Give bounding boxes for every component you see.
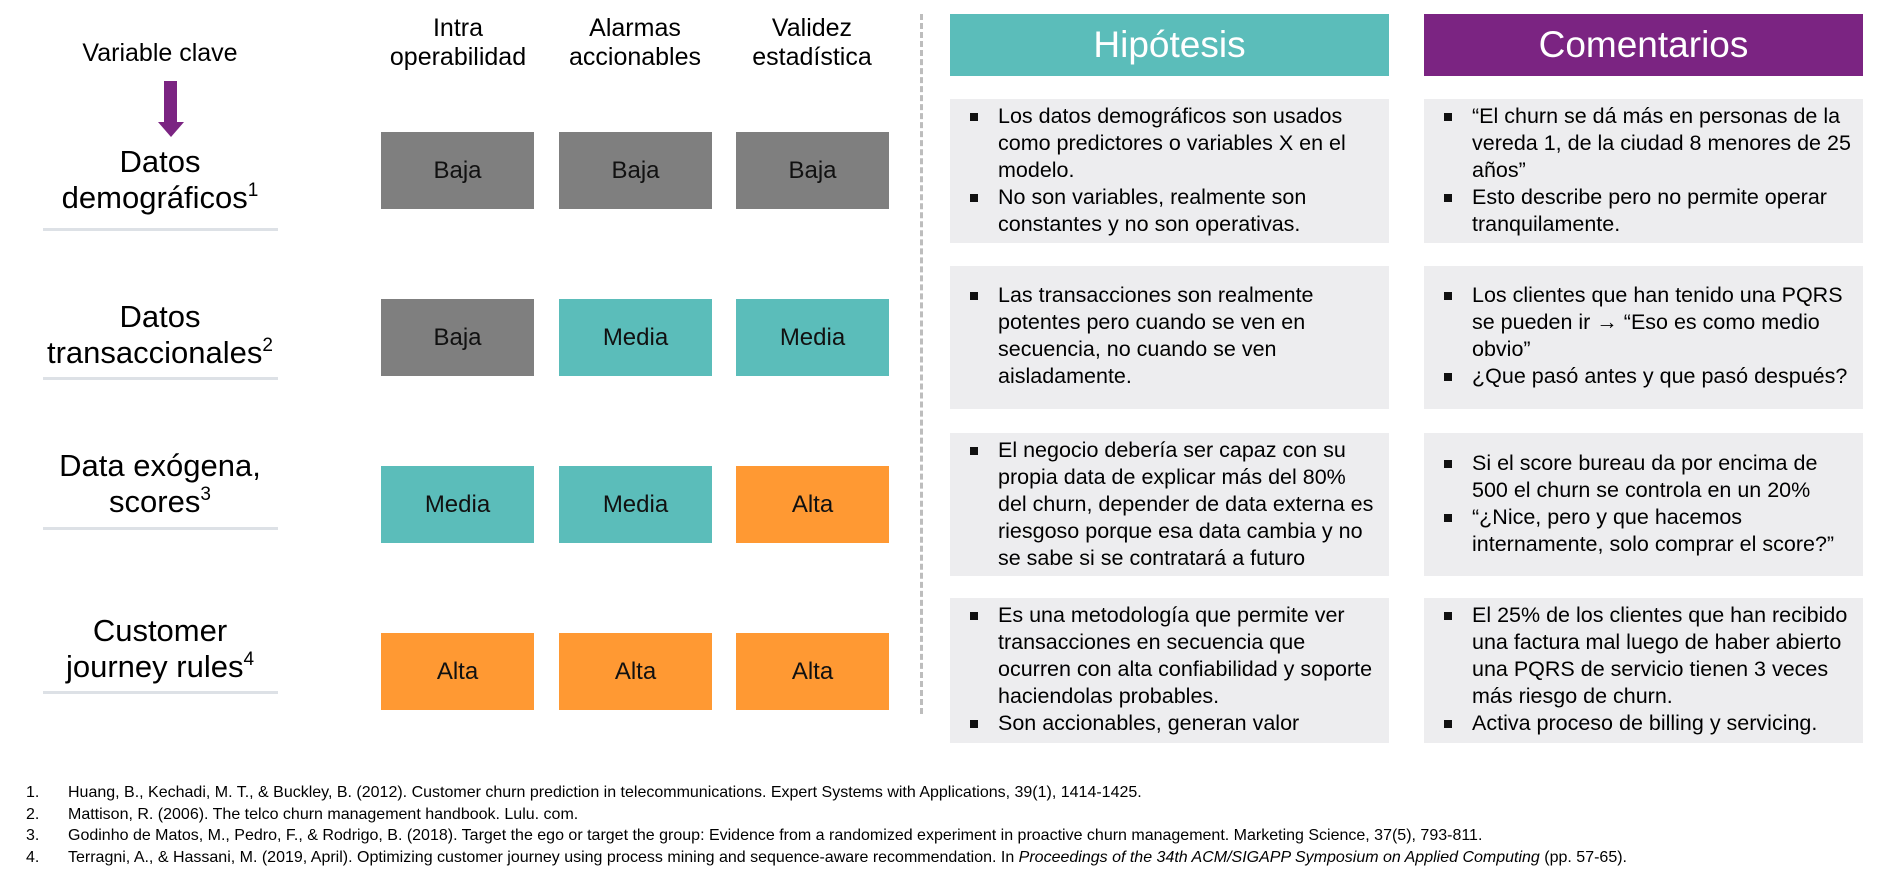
hipotesis-box: Es una metodología que permite ver trans… (950, 598, 1389, 743)
row-label-line: scores (109, 484, 201, 519)
comentarios-box: El 25% de los clientes que han recibido … (1424, 598, 1863, 743)
rating-label: Alta (791, 657, 834, 685)
row-label-line: transaccionales (47, 335, 263, 370)
row-label-datos-transaccionales: Datos transaccionales2 (30, 299, 290, 371)
rating-cell: Media (559, 466, 712, 543)
dashed-divider (920, 14, 923, 714)
reference-number: 3. (26, 827, 40, 845)
rating-cell: Baja (381, 299, 534, 376)
footnote-ref: 4 (243, 649, 255, 670)
bullet-item: El 25% de los clientes que han recibido … (1424, 602, 1853, 710)
bullet-item: Si el score bureau da por encima de 500 … (1424, 450, 1853, 504)
reference-text-part: (pp. 57-65). (1539, 848, 1627, 866)
column-header-line: operabilidad (389, 43, 527, 71)
rating-label: Media (602, 490, 669, 518)
rating-cell: Baja (381, 132, 534, 209)
row-underline (43, 527, 278, 530)
comentarios-box: Los clientes que han tenido una PQRS se … (1424, 266, 1863, 409)
hipotesis-box: El negocio debería ser capaz con su prop… (950, 433, 1389, 576)
footnote-ref: 2 (262, 335, 273, 356)
down-arrow-icon (158, 81, 184, 137)
rating-cell: Baja (559, 132, 712, 209)
rating-label: Media (779, 323, 846, 351)
row-label-line: Data exógena, (59, 448, 261, 483)
row-label-data-exogena: Data exógena, scores3 (30, 448, 290, 520)
column-header-alarmas-accionables: Alarmas accionables (550, 14, 720, 72)
reference-text: Godinho de Matos, M., Pedro, F., & Rodri… (68, 827, 1483, 845)
column-header-line: estadística (752, 43, 872, 71)
rating-cell: Alta (736, 466, 889, 543)
footnote-ref: 3 (200, 484, 211, 505)
footnote-ref: 1 (247, 180, 259, 201)
bullet-item: Esto describe pero no permite operar tra… (1424, 184, 1853, 238)
rating-label: Alta (436, 657, 479, 685)
hipotesis-title: Hipótesis (1093, 24, 1246, 65)
reference-text: Huang, B., Kechadi, M. T., & Buckley, B.… (68, 784, 1142, 801)
reference-number: 1. (26, 784, 40, 801)
reference-text-part: Terragni, A., & Hassani, M. (2019, April… (68, 848, 1019, 866)
row-label-line: Datos (119, 144, 201, 179)
row-label-customer-journey-rules: Customer journey rules4 (30, 613, 290, 685)
row-label-line: Customer (92, 613, 228, 648)
rating-label: Alta (614, 657, 657, 685)
column-header-line: Validez (771, 14, 853, 42)
variable-clave-title: Variable clave (82, 39, 238, 67)
hipotesis-box: Los datos demográficos son usados como p… (950, 99, 1389, 243)
reference-text: Mattison, R. (2006). The telco churn man… (68, 805, 579, 823)
comentarios-header: Comentarios (1424, 14, 1863, 76)
rating-cell: Baja (736, 132, 889, 209)
bullet-item: Activa proceso de billing y servicing. (1424, 710, 1853, 737)
reference-item: 4. Terragni, A., & Hassani, M. (2019, Ap… (26, 847, 1866, 869)
rating-label: Alta (791, 490, 834, 518)
bullet-item: El negocio debería ser capaz con su prop… (950, 437, 1379, 572)
row-underline (43, 691, 278, 694)
references-list: 1. Huang, B., Kechadi, M. T., & Buckley,… (26, 782, 1866, 868)
bullet-item: No son variables, realmente son constant… (950, 184, 1379, 238)
rating-label: Baja (433, 323, 482, 351)
reference-item: 1. Huang, B., Kechadi, M. T., & Buckley,… (26, 782, 1866, 804)
column-header-line: accionables (568, 43, 702, 71)
bullet-item: Es una metodología que permite ver trans… (950, 602, 1379, 710)
rating-cell: Alta (736, 633, 889, 710)
row-label-line: Datos (119, 299, 201, 334)
rating-label: Baja (788, 156, 837, 184)
reference-journal-title: Proceedings of the 34th ACM/SIGAPP Sympo… (1018, 848, 1540, 866)
row-label-line: demográficos (61, 180, 248, 215)
comentarios-box: Si el score bureau da por encima de 500 … (1424, 433, 1863, 576)
bullet-item: Los datos demográficos son usados como p… (950, 103, 1379, 184)
rating-label: Media (602, 323, 669, 351)
rating-cell: Alta (559, 633, 712, 710)
column-header-line: Alarmas (589, 14, 681, 42)
rating-cell: Media (381, 466, 534, 543)
reference-text: Terragni, A., & Hassani, M. (2019, April… (68, 847, 1627, 869)
rating-cell: Alta (381, 633, 534, 710)
column-header-intra-operabilidad: Intra operabilidad (373, 14, 543, 72)
row-label-line: journey rules (65, 649, 244, 684)
reference-number: 2. (26, 805, 40, 823)
comentarios-box: “El churn se dá más en personas de la ve… (1424, 99, 1863, 243)
comentarios-title: Comentarios (1538, 24, 1749, 65)
bullet-item: “¿Nice, pero y que hacemos internamente,… (1424, 504, 1853, 558)
hipotesis-box: Las transacciones son realmente potentes… (950, 266, 1389, 409)
rating-cell: Media (736, 299, 889, 376)
reference-item: 2. Mattison, R. (2006). The telco churn … (26, 804, 1866, 826)
rating-label: Baja (611, 156, 660, 184)
column-header-validez-estadistica: Validez estadística (727, 14, 897, 72)
rating-label: Media (424, 490, 491, 518)
row-label-datos-demograficos: Datos demográficos1 (30, 144, 290, 216)
row-underline (43, 228, 278, 231)
bullet-item: ¿Que pasó antes y que pasó después? (1424, 363, 1853, 390)
row-underline (43, 377, 278, 380)
reference-number: 4. (26, 848, 40, 866)
rating-cell: Media (559, 299, 712, 376)
column-header-line: Intra (432, 14, 484, 42)
bullet-item: Son accionables, generan valor (950, 710, 1379, 737)
bullet-item: Los clientes que han tenido una PQRS se … (1424, 282, 1853, 363)
hipotesis-header: Hipótesis (950, 14, 1389, 76)
rating-label: Baja (433, 156, 482, 184)
bullet-item: “El churn se dá más en personas de la ve… (1424, 103, 1853, 184)
reference-item: 3. Godinho de Matos, M., Pedro, F., & Ro… (26, 825, 1866, 847)
bullet-item: Las transacciones son realmente potentes… (950, 282, 1379, 390)
